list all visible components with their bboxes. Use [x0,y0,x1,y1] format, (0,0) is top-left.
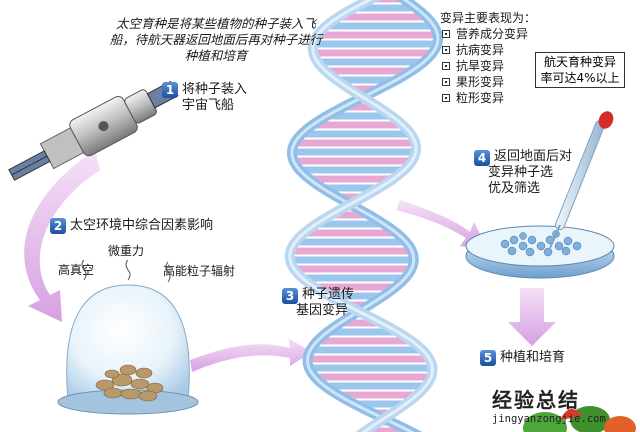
factor-radiation: 高能粒子辐射 [163,264,236,278]
variation-list: 营养成分变异抗病变异抗旱变异果形变异粒形变异 [442,26,528,106]
dna-strand-b-highlight [288,0,435,432]
spacecraft [8,80,179,181]
seed-dome [57,284,199,415]
dna-helix [284,0,444,432]
variation-item-label: 抗旱变异 [456,59,505,73]
variation-item-label: 果形变异 [456,75,505,89]
variation-title: 变异主要表现为： [440,11,537,25]
variation-rate-box: 航天育种变异 率可达4%以上 [535,52,625,88]
flow-arrow-dna-dish [396,200,488,250]
bullet-square-icon [442,78,450,86]
watermark: 经验总结 jingyanzongjie.com [492,384,606,425]
step-1-label-line1: 将种子装入 [182,82,248,97]
bullet-square-icon [442,62,450,70]
variation-item: 营养成分变异 [442,26,528,42]
variation-item: 果形变异 [442,74,528,90]
factor-high-vacuum: 高真空 [58,263,95,277]
variation-item-label: 抗病变异 [456,43,505,57]
step-4-badge: 4 [474,150,490,166]
step-4-label-line2: 变异种子选 [488,165,554,180]
step-1-label-line2: 宇宙飞船 [182,98,235,113]
step-4-label-line3: 优及筛选 [488,181,541,196]
variation-item: 粒形变异 [442,90,528,106]
variation-item-label: 营养成分变异 [456,27,529,41]
step-2-label: 太空环境中综合因素影响 [70,218,214,233]
seed-pile [95,364,164,402]
step-3-label-line1: 种子遗传 [302,287,355,302]
bullet-square-icon [442,30,450,38]
rate-line2: 率可达4%以上 [540,71,620,85]
bullet-square-icon [442,46,450,54]
step-4-label-line1: 返回地面后对 [494,149,573,164]
vegetables [523,406,636,432]
factor-microgravity: 微重力 [108,244,145,258]
dna-strand-a-highlight [290,0,440,432]
variation-item: 抗旱变异 [442,58,528,74]
step-3-badge: 3 [282,288,298,304]
step-5-label: 种植和培育 [500,350,566,365]
intro-text: 太空育种是将某些植物的种子装入飞船，待航天器返回地面后再对种子进行种植和培育 [109,16,323,63]
flow-arrow-dome-dna [190,338,312,372]
factor-line-vacuum [81,259,87,281]
factor-line-radiation [165,261,171,283]
bullet-square-icon [442,94,450,102]
step-1-badge: 1 [162,82,178,98]
flow-arrow-left [24,150,100,322]
step-3-label-line2: 基因变异 [296,303,349,318]
rate-line1: 航天育种变异 [543,55,616,69]
watermark-url: jingyanzongjie.com [492,413,606,425]
step-2-badge: 2 [50,218,66,234]
variation-item: 抗病变异 [442,42,528,58]
variation-item-label: 粒形变异 [456,91,505,105]
factor-line-gravity [125,259,131,281]
watermark-title: 经验总结 [492,388,580,412]
pipette [549,111,614,249]
step-5-badge: 5 [480,350,496,366]
flow-arrow-dish-down [508,288,556,346]
petri-dish [465,225,615,279]
